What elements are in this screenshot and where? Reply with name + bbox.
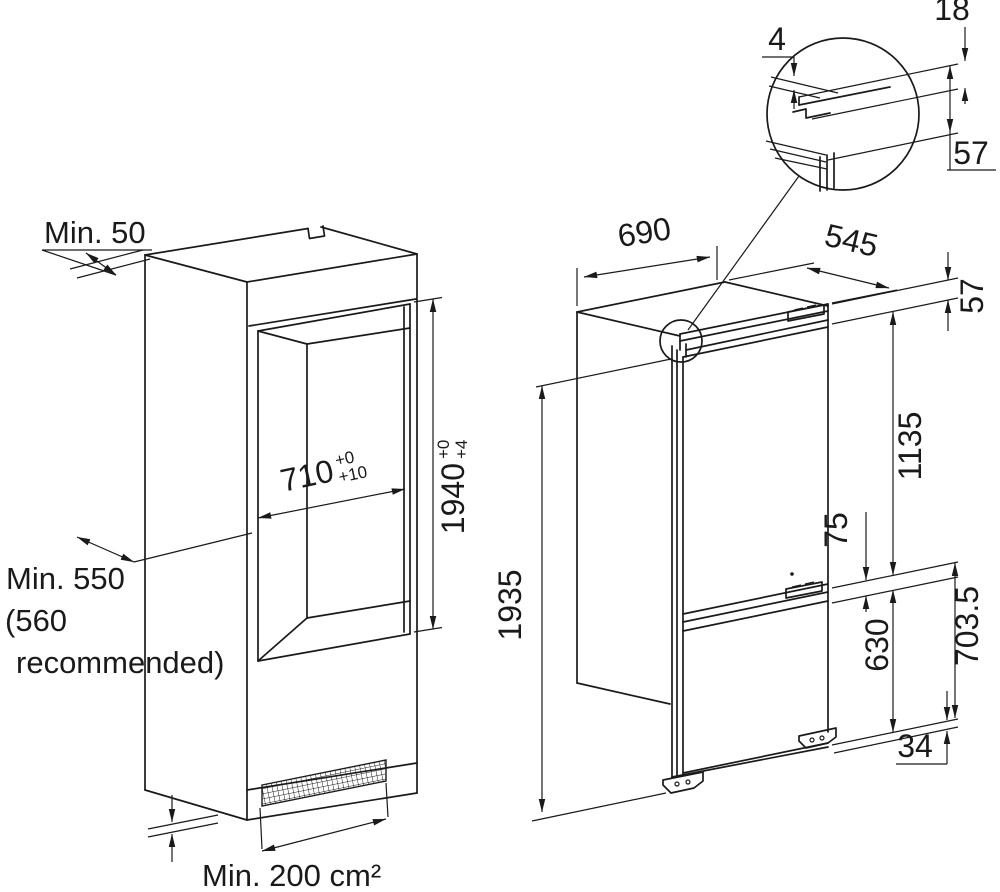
lower-section-dimension: 703.5 [949, 562, 985, 719]
appliance-drawing: 690 545 57 [492, 175, 990, 822]
depth-dimension: Min. 550 (560 recommended) [5, 532, 253, 680]
depth-label-line2: (560 [5, 603, 67, 638]
freezer-door-value: 630 [859, 618, 895, 671]
detail-rail-top-dimension: 18 [934, 0, 970, 104]
hinge-gap-value: 75 [818, 512, 854, 548]
body-depth-dimension: 545 [728, 217, 898, 304]
detail-rail-total-dimension: 57 [946, 65, 996, 171]
detail-gap-value: 4 [768, 21, 786, 57]
freezer-door-dimension: 630 [831, 589, 959, 746]
rear-gap-label: Min. 50 [44, 215, 146, 250]
niche-width-dimension: 710 +0 +10 [257, 448, 406, 519]
detail-marker-circle [659, 319, 703, 363]
niche-height-dimension: 1940 +0 +4 [413, 296, 471, 633]
vent-area-label: Min. 200 cm² [202, 858, 381, 892]
detail-circle [766, 37, 920, 191]
niche-height-tol-bottom: +4 [452, 440, 471, 459]
appliance-body [659, 175, 837, 794]
appliance-niche-outline [576, 281, 829, 705]
rail-height-value: 57 [954, 278, 990, 314]
front-foot [662, 771, 704, 794]
plinth-height-indicator [147, 795, 219, 862]
detail-leader-line [687, 175, 800, 331]
lower-section-value: 703.5 [949, 586, 985, 666]
upper-section-dimension: 1135 [889, 311, 928, 576]
detail-rail-top-value: 18 [934, 0, 970, 27]
total-height-value: 1935 [492, 569, 528, 640]
detail-drawing: 4 18 57 [762, 0, 996, 192]
upper-section-value: 1135 [892, 412, 928, 481]
detail-rail-profile [765, 63, 959, 192]
niche-plinth [246, 759, 418, 807]
depth-label-line1: Min. 550 [6, 561, 125, 596]
niche-cabinet-outline [144, 225, 418, 821]
depth-label-line3: recommended) [16, 645, 224, 680]
total-height-dimension: 1935 [492, 358, 672, 822]
detail-gap-dimension: 4 [762, 21, 798, 109]
niche-width-value: 710 [277, 452, 337, 498]
body-depth-value: 545 [821, 217, 881, 264]
rear-foot [798, 727, 837, 749]
middle-hinge-bracket [785, 581, 823, 599]
foot-height-value: 34 [897, 728, 933, 764]
rail-height-dimension: 57 [831, 252, 990, 331]
niche-drawing: Min. 200 cm² Min. 50 Min. 550 (560 recom… [5, 215, 471, 892]
top-depth-value: 690 [615, 210, 673, 254]
vent-grille [261, 759, 387, 807]
hinge-gap-dimension: 75 [818, 512, 959, 612]
vent-area-dimension: Min. 200 cm² [202, 782, 389, 892]
rear-gap-dimension: Min. 50 [41, 215, 152, 279]
niche-height-value: 1940 [435, 463, 471, 534]
niche-width-tol-top: +0 [333, 448, 356, 471]
detail-rail-total-value: 57 [953, 135, 989, 171]
door-sensor-dot [790, 572, 794, 576]
top-depth-dimension: 690 [576, 210, 718, 306]
foot-height-dimension: 34 [833, 691, 959, 765]
niche-height-tol-top: +0 [434, 440, 453, 459]
top-hinge-bracket [787, 304, 825, 322]
